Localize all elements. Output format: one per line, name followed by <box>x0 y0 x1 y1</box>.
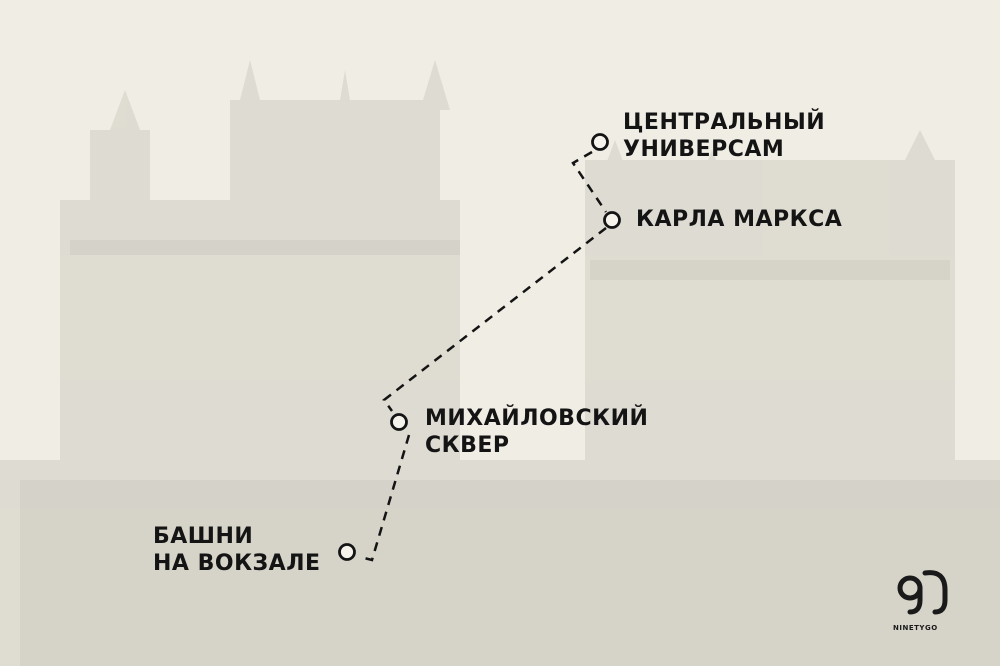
logo-mark <box>897 570 948 615</box>
stop-label-line: КАРЛА МАРКСА <box>636 207 843 232</box>
stop-label-line: УНИВЕРСАМ <box>623 137 785 162</box>
stop-label-line: СКВЕР <box>425 433 510 458</box>
stop-label-line: МИХАЙЛОВСКИЙ <box>425 406 649 431</box>
stop-label-line: БАШНИ <box>153 524 254 549</box>
stop-label-line: НА ВОКЗАЛЕ <box>153 551 321 576</box>
route-segment-3 <box>363 434 411 562</box>
stop-label-line: ЦЕНТРАЛЬНЫЙ <box>623 110 826 135</box>
route-segment-2 <box>382 227 607 412</box>
stop-marker-mikhailovsky-skver[interactable] <box>390 413 408 431</box>
logo-text: NINETYGO <box>893 624 938 632</box>
route-segment-1 <box>571 150 608 213</box>
stop-label-central-univermag: ЦЕНТРАЛЬНЫЙ УНИВЕРСАМ <box>623 109 825 163</box>
stop-marker-bashni-na-vokzale[interactable] <box>338 543 356 561</box>
stop-label-karla-marksa: КАРЛА МАРКСА <box>636 206 842 233</box>
stop-marker-karla-marksa[interactable] <box>603 211 621 229</box>
stop-marker-central-univermag[interactable] <box>591 133 609 151</box>
stop-label-mikhailovsky-skver: МИХАЙЛОВСКИЙ СКВЕР <box>425 405 648 459</box>
stop-label-bashni-na-vokzale: БАШНИ НА ВОКЗАЛЕ <box>153 523 321 577</box>
